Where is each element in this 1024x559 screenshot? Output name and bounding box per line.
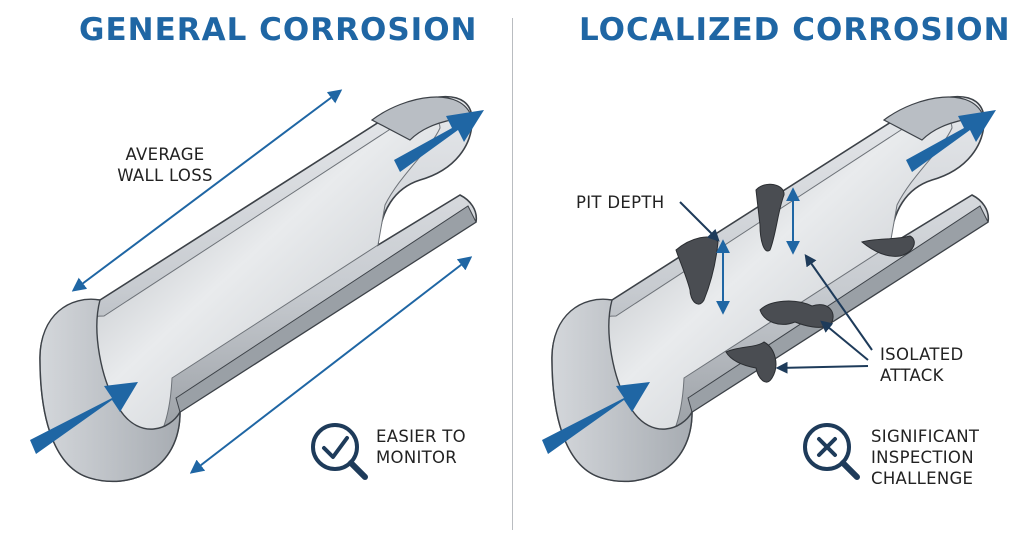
flow-arrow-in-right bbox=[542, 382, 650, 454]
pit-depth-leader bbox=[679, 201, 720, 242]
isolated-leader-3 bbox=[775, 361, 869, 374]
magnifier-cross-icon bbox=[803, 423, 860, 480]
flow-arrow-out-left bbox=[394, 110, 484, 172]
isolated-attack-label: ISOLATED ATTACK bbox=[880, 345, 964, 385]
average-wall-loss-label: AVERAGE WALL LOSS bbox=[117, 145, 213, 185]
wall-loss-arrow-lower bbox=[189, 256, 473, 474]
pit-4 bbox=[725, 341, 777, 383]
wall-loss-arrow-upper bbox=[71, 89, 343, 292]
easier-to-monitor-label: EASIER TO MONITOR bbox=[376, 427, 466, 467]
isolated-leader-1 bbox=[804, 254, 873, 351]
panel-divider bbox=[512, 18, 513, 530]
general-corrosion-title: GENERAL CORROSION bbox=[79, 12, 478, 48]
isolated-leader-2 bbox=[820, 320, 869, 361]
localized-corrosion-title: LOCALIZED CORROSION bbox=[579, 12, 1011, 48]
pit-2 bbox=[755, 183, 785, 252]
flow-arrow-out-right bbox=[906, 110, 996, 172]
flow-arrow-in-left bbox=[30, 382, 138, 454]
pit-5 bbox=[860, 235, 915, 257]
corrosion-pits bbox=[675, 183, 915, 383]
significant-inspection-challenge-label: SIGNIFICANT INSPECTION CHALLENGE bbox=[871, 427, 980, 488]
pit-depth-label: PIT DEPTH bbox=[576, 193, 665, 212]
magnifier-check-icon bbox=[311, 423, 368, 480]
